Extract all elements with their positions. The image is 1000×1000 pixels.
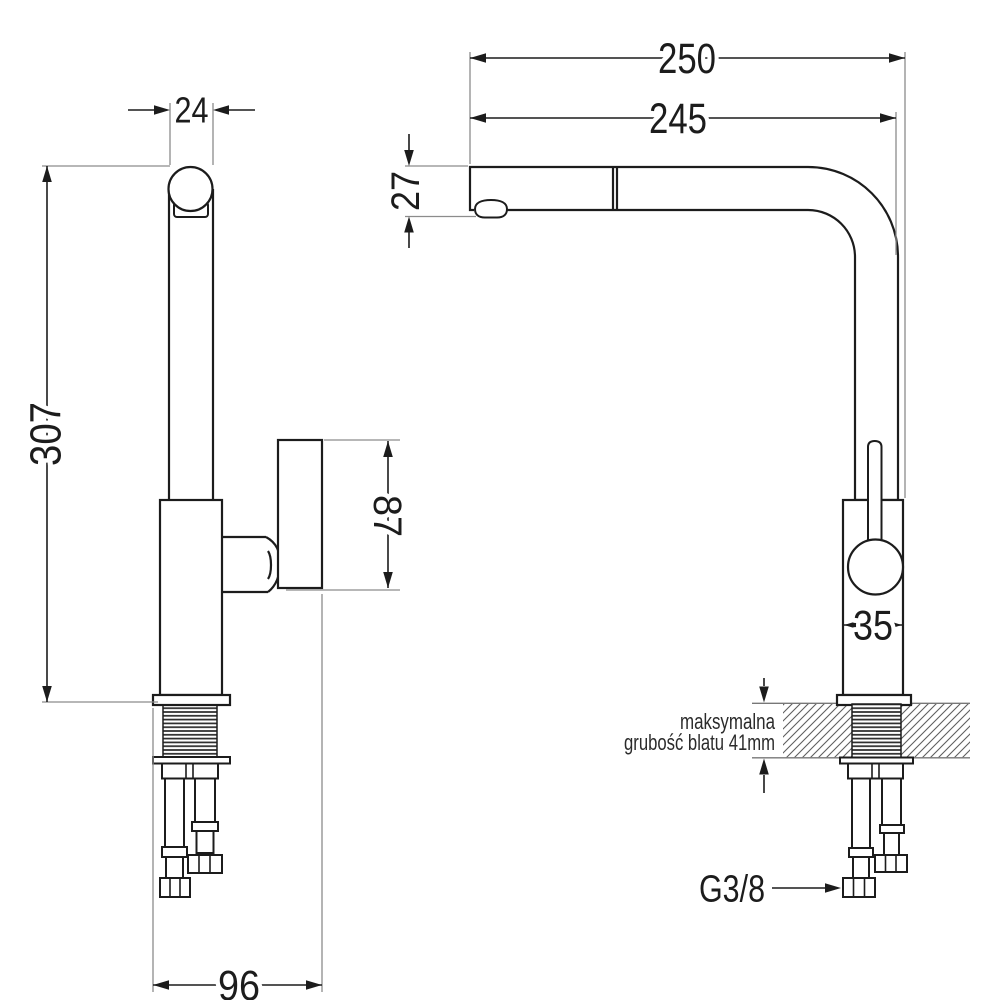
front-locknut [161, 762, 219, 780]
dim-pipe-width-label: 24 [175, 90, 209, 131]
side-hose-nut-right [874, 854, 908, 873]
front-threaded-stud [162, 704, 218, 758]
side-aerator [473, 198, 509, 219]
front-hose-nut-left [159, 877, 191, 898]
dim-handle-height-label: 87 [365, 495, 409, 537]
dim-spout-reach-label: 245 [649, 95, 707, 143]
side-hose-nut-left [842, 877, 876, 898]
side-supply-hoses [842, 777, 908, 898]
dim-base-depth-label: 96 [218, 962, 260, 1000]
side-handle-knob [846, 538, 905, 596]
front-supply-hoses [159, 777, 223, 898]
dim-total-height-label: 307 [21, 402, 70, 466]
thread-size-label: G3/8 [699, 868, 765, 910]
countertop-note-line1: maksymalna [680, 709, 776, 734]
dimension-thread-size: G3/8 [694, 863, 841, 915]
front-riser-pipe [167, 189, 215, 500]
dimension-total-height: 307 [16, 166, 75, 702]
front-hose-nut-right [187, 854, 223, 874]
side-pullout-joint [611, 168, 619, 209]
dimension-spout-reach: 245 [470, 90, 896, 148]
dimension-base-depth: 96 [153, 957, 322, 1000]
front-body [158, 498, 224, 697]
dimension-countertop-thickness: maksymalna grubość blatu 41mm [624, 678, 776, 793]
dimension-body-width: 35 [844, 597, 902, 654]
dimension-spout-end-height: 27 [379, 134, 433, 248]
side-locknut [847, 762, 904, 780]
dimension-spout-reach-total: 250 [470, 30, 905, 88]
dim-spout-reach-total-label: 250 [658, 35, 716, 83]
side-handle-lever [867, 439, 883, 546]
dimension-handle-height: 87 [360, 441, 414, 588]
front-spout-end-circle [167, 165, 214, 213]
dimension-pipe-width: 24 [128, 85, 255, 136]
dim-spout-end-height-label: 27 [384, 171, 428, 211]
front-handle-arm [222, 535, 282, 594]
front-handle [276, 438, 324, 590]
front-base-flange [151, 693, 232, 707]
front-view [151, 165, 324, 898]
dim-body-width-label: 35 [853, 602, 893, 649]
countertop-note-line2: grubość blatu 41mm [624, 730, 775, 755]
side-view [468, 165, 970, 898]
side-spout-pipe [468, 165, 900, 502]
extension-lines [42, 52, 906, 992]
